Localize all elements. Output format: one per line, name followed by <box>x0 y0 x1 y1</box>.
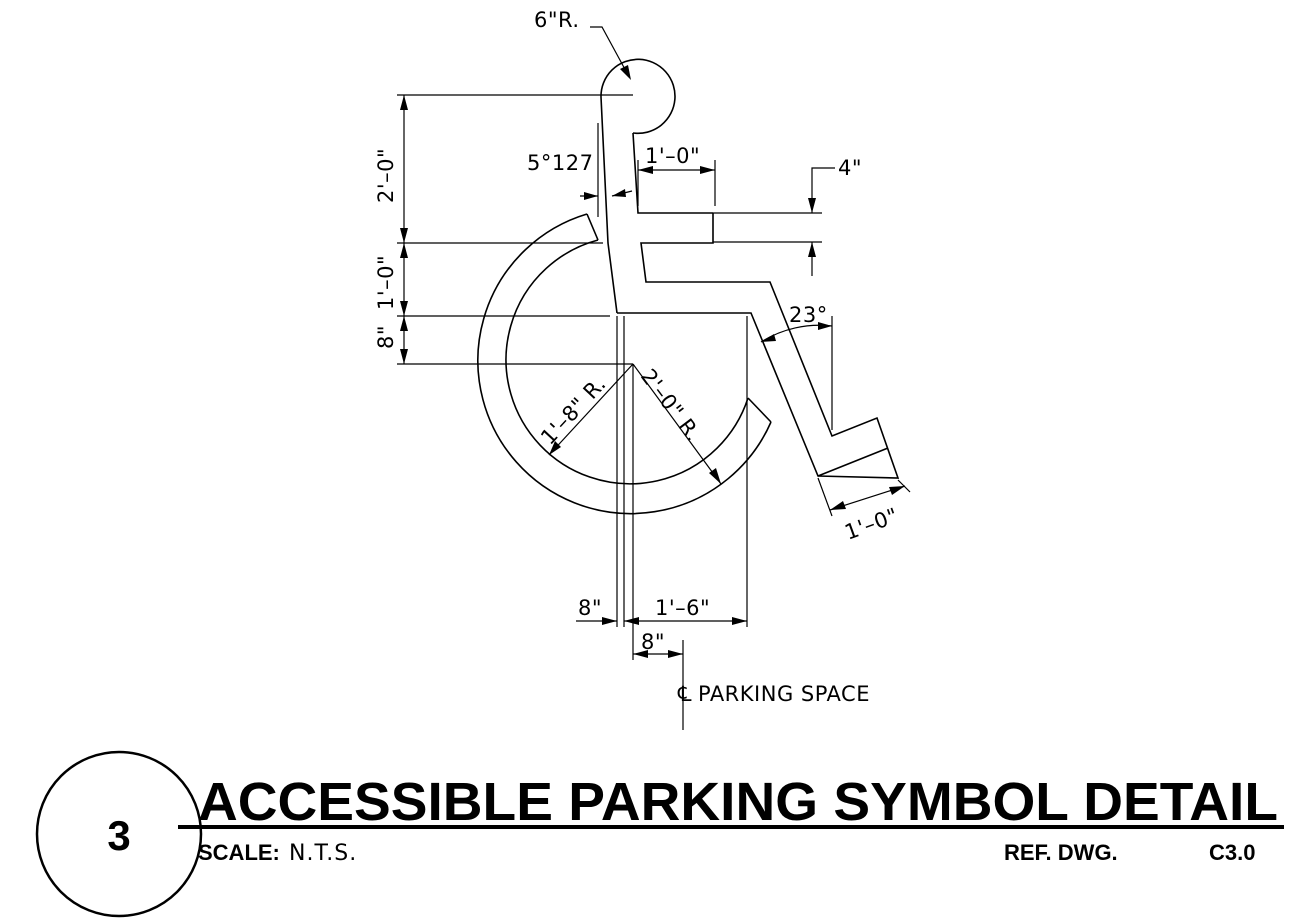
arrow <box>761 334 776 342</box>
scale-label: SCALE: <box>198 840 280 865</box>
offset-left-label: 8" <box>578 596 602 620</box>
arrow <box>808 198 816 213</box>
arrow <box>638 166 653 174</box>
arrow <box>400 349 408 364</box>
foot-inner-line <box>817 447 889 477</box>
foot-ext-left <box>817 477 833 517</box>
dimension-lines <box>397 26 911 730</box>
wheel-inner-arc <box>505 239 749 485</box>
torso-right-edge <box>632 132 713 214</box>
detail-number: 3 <box>107 812 130 859</box>
arrow <box>818 322 832 330</box>
title-block: 3 ACCESSIBLE PARKING SYMBOL DETAIL SCALE… <box>35 750 1284 918</box>
low-height-label: 8" <box>374 325 398 349</box>
ref-drawing-value: C3.0 <box>1209 840 1255 865</box>
arrow <box>624 617 639 625</box>
arm-bar <box>617 213 900 479</box>
arrow <box>709 468 721 484</box>
arrow <box>830 501 846 510</box>
outer-radius-label: 2'–0" R. <box>636 365 706 446</box>
arrow <box>700 166 715 174</box>
dimension-labels: 6"R. 5°127 1'–0" 4" 2'–0" 1'–0" 8" 23° 1… <box>374 8 902 706</box>
arrow <box>808 242 816 257</box>
arrow <box>400 301 408 316</box>
torso-left-edge <box>600 96 618 314</box>
arrow <box>732 617 747 625</box>
ref-drawing-label: REF. DWG. <box>1004 840 1118 865</box>
arrow <box>549 441 561 455</box>
head-radius-label: 6"R. <box>534 8 580 32</box>
foot-width-label: 1'–0" <box>842 503 902 544</box>
arm-width-label: 1'–0" <box>645 144 700 168</box>
inner-radius-label: 1'–8" R. <box>536 372 611 450</box>
centerline-label: PARKING SPACE <box>698 682 870 706</box>
wheelchair-symbol <box>477 58 900 515</box>
arrow <box>602 617 617 625</box>
offset-center-label: 8" <box>641 630 665 654</box>
outer-radius-line <box>632 363 722 485</box>
leg-angle-label: 23° <box>789 303 828 327</box>
arrow <box>633 650 648 658</box>
arrow <box>620 65 631 80</box>
head-circle <box>600 58 676 135</box>
arrow <box>668 650 683 658</box>
offset-right-label: 1'–6" <box>655 596 710 620</box>
centerline-symbol: ℄ <box>677 682 692 706</box>
arrow <box>400 316 408 331</box>
arrow <box>889 486 905 495</box>
detail-title: ACCESSIBLE PARKING SYMBOL DETAIL <box>198 772 1278 832</box>
arrow <box>400 95 408 110</box>
mid-height-label: 1'–0" <box>374 255 398 310</box>
slope-label: 5°127 <box>527 151 593 175</box>
arrow <box>612 189 626 197</box>
arrow <box>584 192 598 200</box>
arrow <box>400 243 408 258</box>
inner-radius-line <box>548 363 634 456</box>
seat-thickness-label: 4" <box>838 156 862 180</box>
wheel-outer-arc <box>477 213 772 515</box>
upper-height-label: 2'–0" <box>374 148 398 203</box>
wheel-cap-left <box>586 213 599 241</box>
wheel-cap-right <box>747 397 772 423</box>
scale-value: N.T.S. <box>289 841 357 866</box>
detail-bubble <box>35 750 203 918</box>
arrow <box>400 228 408 243</box>
seat-dim-upper <box>811 167 835 213</box>
head-radius-leader <box>590 26 628 74</box>
